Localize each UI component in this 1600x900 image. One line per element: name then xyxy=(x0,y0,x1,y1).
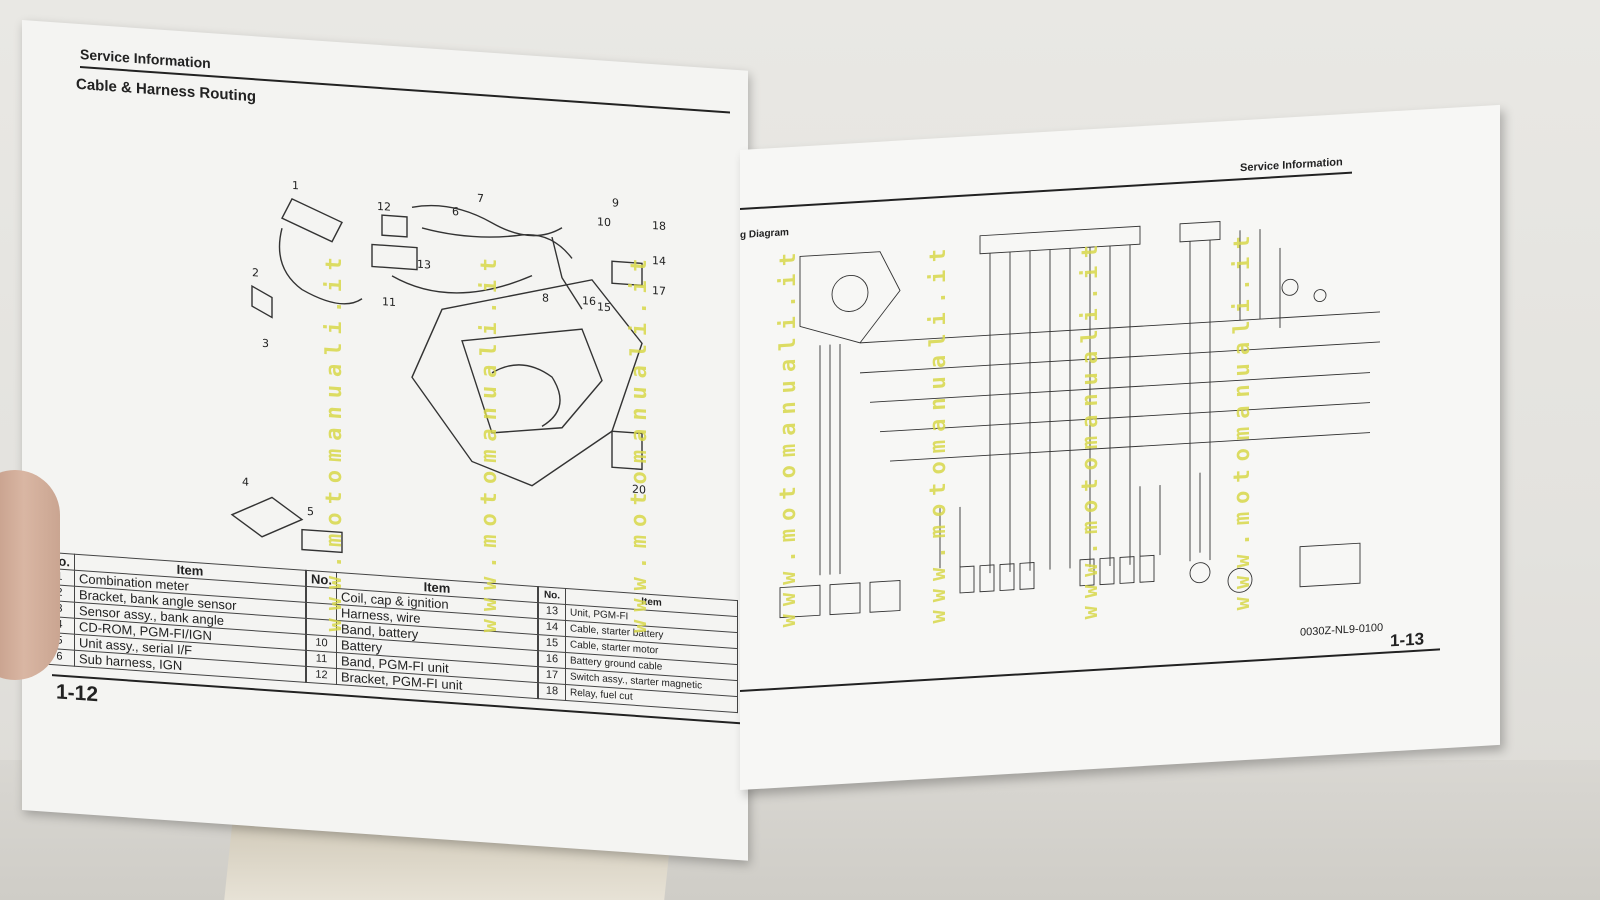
right-section-header: Service Information xyxy=(1240,156,1343,175)
right-page-number: 1-13 xyxy=(1390,629,1425,651)
callout-20: 20 xyxy=(632,483,646,497)
callout-12: 12 xyxy=(377,200,391,214)
thumb xyxy=(0,470,60,680)
callout-14: 14 xyxy=(652,254,666,268)
callout-13: 13 xyxy=(417,258,431,272)
left-page-number: 1-12 xyxy=(56,680,99,707)
callout-11: 11 xyxy=(382,295,396,309)
watermark-4: www.motomanuali.it xyxy=(776,243,801,628)
callout-1: 1 xyxy=(292,179,299,192)
callout-15: 15 xyxy=(597,300,611,314)
watermark-6: www.motomanuali.it xyxy=(1078,236,1103,620)
right-page: Service Information g Diagram 0030Z-NL9-… xyxy=(740,104,1500,791)
callout-9: 9 xyxy=(612,196,619,209)
callout-2: 2 xyxy=(252,266,259,279)
callout-8: 8 xyxy=(542,291,549,304)
callout-10: 10 xyxy=(597,215,611,229)
callout-7: 7 xyxy=(477,192,484,205)
watermark-3: www.motomanuali.it xyxy=(627,249,652,635)
harness-routing-drawing: 1 2 3 4 5 6 7 8 9 10 11 12 13 14 15 16 1… xyxy=(230,179,666,554)
watermark-2: www.motomanuali.it xyxy=(477,249,502,634)
watermark-5: www.motomanuali.it xyxy=(926,240,951,624)
callout-3: 3 xyxy=(262,337,269,350)
watermark-7: www.motomanuali.it xyxy=(1230,226,1255,611)
callout-17: 17 xyxy=(652,284,666,298)
watermark-1: www.motomanuali.it xyxy=(322,248,347,633)
right-footer-rule xyxy=(740,648,1440,692)
left-page-title: Cable & Harness Routing xyxy=(76,75,257,106)
callout-5: 5 xyxy=(307,505,314,518)
callout-6: 6 xyxy=(452,205,459,218)
callout-16: 16 xyxy=(582,294,596,308)
wiring-diagram xyxy=(779,221,1380,619)
left-page: Service Information Cable & Harness Rout… xyxy=(22,20,748,861)
callout-18: 18 xyxy=(652,219,666,233)
callout-4: 4 xyxy=(242,475,249,488)
